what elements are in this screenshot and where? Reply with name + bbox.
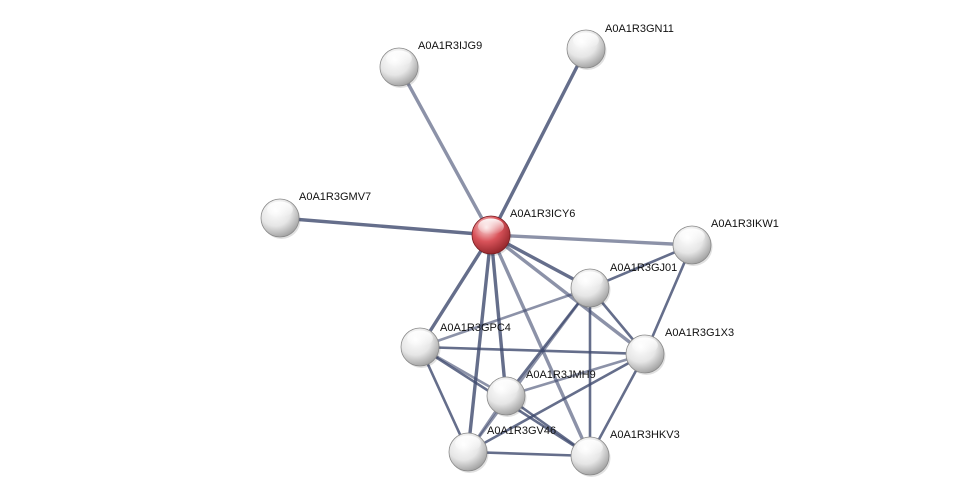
edge-A0A1R3G1X3-A0A1R3GV46 [466,352,647,454]
edge-A0A1R3GV46-A0A1R3HKV3 [466,450,592,458]
node-label: A0A1R3GJ01 [610,262,677,274]
node-label: A0A1R3GPC4 [440,322,511,334]
node-highlight [632,337,658,354]
edge-A0A1R3ICY6-A0A1R3GPC4 [418,233,493,349]
node-A0A1R3GMV7[interactable]: A0A1R3GMV7 [260,191,371,239]
node-highlight [577,271,603,288]
node-A0A1R3GJ01[interactable]: A0A1R3GJ01 [570,262,677,309]
node-A0A1R3IKW1[interactable]: A0A1R3IKW1 [672,218,779,266]
edge-A0A1R3ICY6-A0A1R3GMV7 [278,216,493,237]
node-label: A0A1R3IJG9 [418,40,482,52]
edge-A0A1R3ICY6-A0A1R3GV46 [466,233,493,454]
edge-A0A1R3IKW1-A0A1R3G1X3 [643,243,694,356]
edge-A0A1R3GPC4-A0A1R3G1X3 [418,345,647,356]
node-label: A0A1R3G1X3 [665,327,734,339]
edge-A0A1R3ICY6-A0A1R3GN11 [489,47,588,237]
node-label: A0A1R3GMV7 [299,191,371,203]
node-A0A1R3GV46[interactable]: A0A1R3GV46 [448,425,556,473]
edge-A0A1R3ICY6-A0A1R3IJG9 [397,65,493,237]
node-label: A0A1R3HKV3 [610,429,680,441]
node-highlight [679,228,705,245]
nodes: A0A1R3ICY6 A0A1R3IJG9 A0A1R3GN11A0A1R3GMV7… [260,23,779,477]
node-highlight [407,330,433,347]
node-highlight [386,50,412,67]
edge-A0A1R3GJ01-A0A1R3GV46 [466,286,592,454]
node-A0A1R3GPC4[interactable]: A0A1R3GPC4 [400,322,511,368]
node-A0A1R3G1X3[interactable]: A0A1R3G1X3 [625,327,734,375]
node-A0A1R3JMH9[interactable]: A0A1R3JMH9 [486,369,596,417]
node-A0A1R3HKV3[interactable]: A0A1R3HKV3 [570,429,680,477]
node-highlight [573,32,599,49]
node-label: A0A1R3JMH9 [526,369,596,381]
node-label: A0A1R3ICY6 [510,208,575,220]
node-highlight [267,201,293,218]
node-A0A1R3IJG9[interactable]: A0A1R3IJG9 [379,40,482,88]
node-label: A0A1R3GV46 [487,425,556,437]
edge-A0A1R3GJ01-A0A1R3GPC4 [418,286,592,349]
edge-A0A1R3ICY6-A0A1R3JMH9 [489,233,508,398]
node-label: A0A1R3IKW1 [711,218,779,230]
edge-A0A1R3ICY6-A0A1R3IKW1 [489,233,694,247]
node-highlight [493,379,519,396]
edge-A0A1R3G1X3-A0A1R3JMH9 [504,352,647,398]
edge-A0A1R3ICY6-A0A1R3HKV3 [489,233,592,458]
node-A0A1R3ICY6[interactable]: A0A1R3ICY6 [471,208,575,256]
node-label: A0A1R3GN11 [605,23,674,35]
node-highlight [577,439,603,456]
node-A0A1R3GN11[interactable]: A0A1R3GN11 [566,23,674,70]
node-highlight [478,218,504,235]
node-highlight [455,435,481,452]
